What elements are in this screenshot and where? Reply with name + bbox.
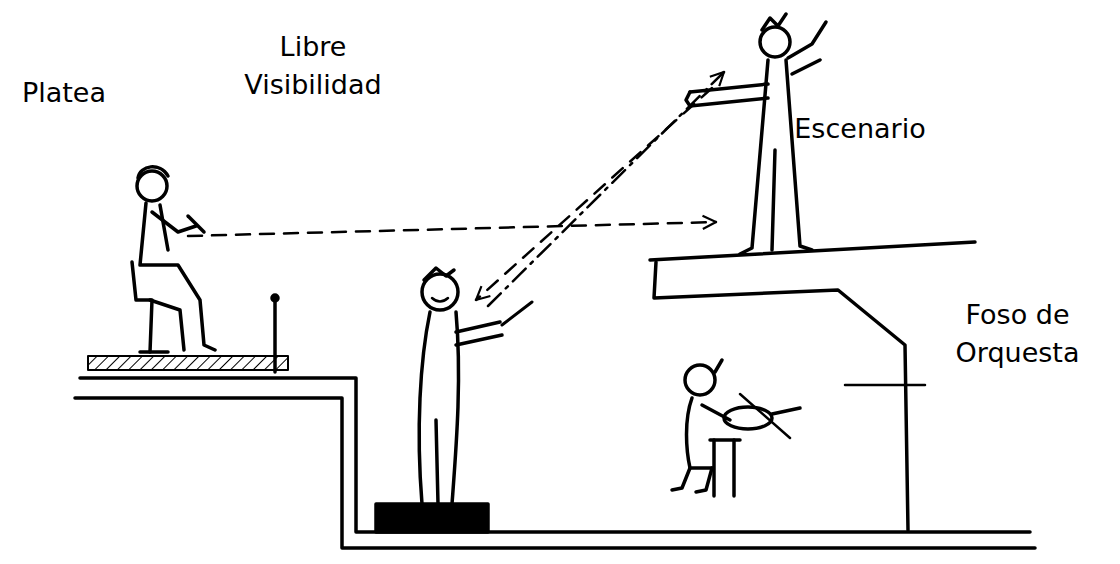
sight-line <box>488 72 724 306</box>
pit-outline <box>75 398 1035 548</box>
area-label: Platea <box>4 74 124 112</box>
platea-floor <box>88 356 288 370</box>
leader-line <box>845 384 925 387</box>
sight-line <box>188 222 716 236</box>
spectator-figure <box>132 167 215 352</box>
stage-front <box>654 262 908 530</box>
platea-edge <box>80 378 1030 532</box>
area-label: Escenario <box>770 110 950 148</box>
barrier-post-top <box>272 295 278 301</box>
conductor-figure <box>419 268 532 504</box>
violinist-figure <box>672 360 800 496</box>
sight-line <box>476 88 712 300</box>
view-label: Libre Visibilidad <box>218 28 408 104</box>
area-label: Foso de Orquesta <box>925 296 1110 372</box>
conductor-podium <box>376 504 488 532</box>
barrier-post <box>273 300 277 372</box>
